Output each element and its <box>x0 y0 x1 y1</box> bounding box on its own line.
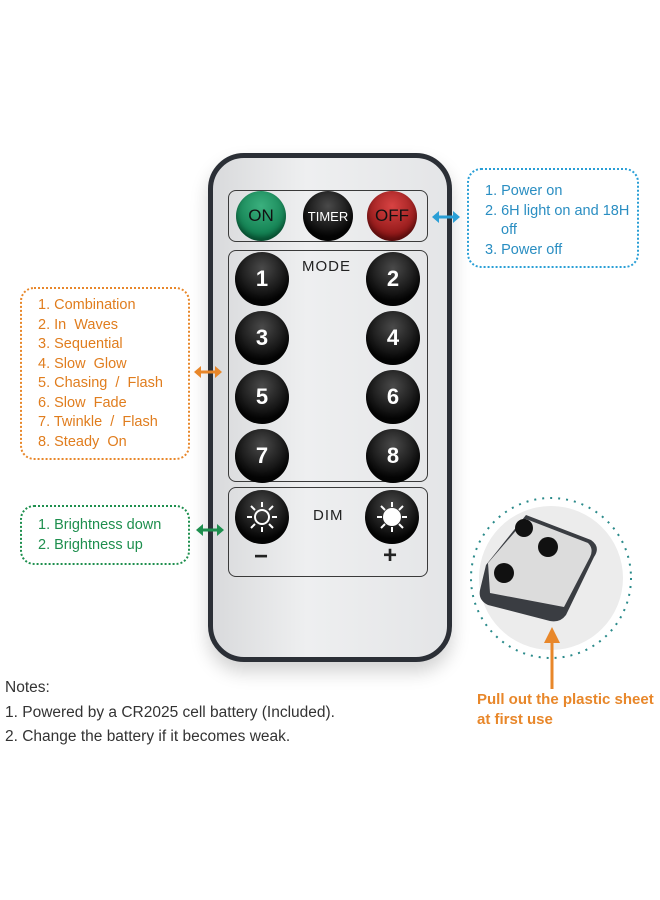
dim-up-button[interactable] <box>365 490 419 544</box>
off-button[interactable]: OFF <box>367 191 417 241</box>
off-label: OFF <box>375 206 409 225</box>
mode-button-label: 5 <box>255 384 269 409</box>
timer-button[interactable]: TIMER <box>303 191 353 241</box>
mode-button-5[interactable]: 5 <box>235 370 289 424</box>
modes-callout: 1. Combination 2. In Waves 3. Sequential 4.… <box>20 287 190 460</box>
on-label: ON <box>248 206 274 225</box>
up-arrow-icon <box>544 627 560 689</box>
dim-callout: 1. Brightness down 2. Brightness up <box>20 505 190 565</box>
minus-label: − <box>254 543 269 570</box>
callout-line: 6. Slow Fade <box>38 394 127 411</box>
callout-line: 1. Power on <box>485 183 563 199</box>
plus-label: + <box>383 542 398 569</box>
mode-panel <box>228 250 428 482</box>
mode-button-label: 1 <box>255 266 269 291</box>
double-arrow-icon <box>432 211 460 223</box>
battery-tip: Pull out the plastic sheet at first use <box>477 690 654 730</box>
callout-line: 1. Brightness down <box>38 517 162 533</box>
mode-button-label: 7 <box>255 443 269 468</box>
mode-button-3[interactable]: 3 <box>235 311 289 365</box>
mode-button-label: 8 <box>386 443 400 468</box>
callout-line: 3. Power off <box>485 241 563 258</box>
battery-inset-image <box>470 497 632 659</box>
note-item: 2. Change the battery if it becomes weak… <box>5 728 291 745</box>
notes-heading: Notes: <box>5 679 50 696</box>
callout-line: 5. Chasing / Flash <box>38 375 163 391</box>
mode-button-label: 4 <box>386 325 400 350</box>
sun-filled-icon <box>377 502 407 532</box>
callout-line: 2. Brightness up <box>38 536 143 553</box>
dim-label: DIM <box>313 507 344 524</box>
power-panel <box>228 190 428 242</box>
callout-line: 1. Combination <box>38 297 136 313</box>
callout-line: 2. In Waves <box>38 316 119 333</box>
callout-line: 4. Slow Glow <box>38 355 127 372</box>
notes: Notes: 1. Powered by a CR2025 cell batte… <box>5 676 335 750</box>
mode-label: MODE <box>302 258 351 275</box>
double-arrow-icon <box>194 366 222 378</box>
on-button[interactable]: ON <box>236 191 286 241</box>
callout-line: 3. Sequential <box>38 336 123 352</box>
mode-button-1[interactable]: 1 <box>235 252 289 306</box>
mode-button-6[interactable]: 6 <box>366 370 420 424</box>
tip-line: at first use <box>477 711 553 728</box>
dim-panel <box>228 487 428 577</box>
mode-button-label: 3 <box>255 325 269 350</box>
power-callout: 1. Power on 2. 6H light on and 18H off 3… <box>467 168 639 268</box>
mode-button-7[interactable]: 7 <box>235 429 289 483</box>
callout-line: 7. Twinkle / Flash <box>38 414 158 430</box>
mode-button-label: 6 <box>386 384 400 409</box>
note-item: 1. Powered by a CR2025 cell battery (Inc… <box>5 703 335 721</box>
callout-line: 8. Steady On <box>38 433 127 450</box>
timer-label: TIMER <box>307 208 349 224</box>
dim-down-button[interactable] <box>235 490 289 544</box>
callout-line: off <box>501 222 517 238</box>
mode-button-2[interactable]: 2 <box>366 252 420 306</box>
double-arrow-icon <box>196 524 224 536</box>
mode-button-label: 2 <box>386 266 400 291</box>
callout-line: 2. 6H light on and 18H <box>485 202 630 219</box>
mode-button-8[interactable]: 8 <box>366 429 420 483</box>
mode-button-4[interactable]: 4 <box>366 311 420 365</box>
tip-line: Pull out the plastic sheet <box>477 691 654 708</box>
sun-outline-icon <box>247 502 277 532</box>
